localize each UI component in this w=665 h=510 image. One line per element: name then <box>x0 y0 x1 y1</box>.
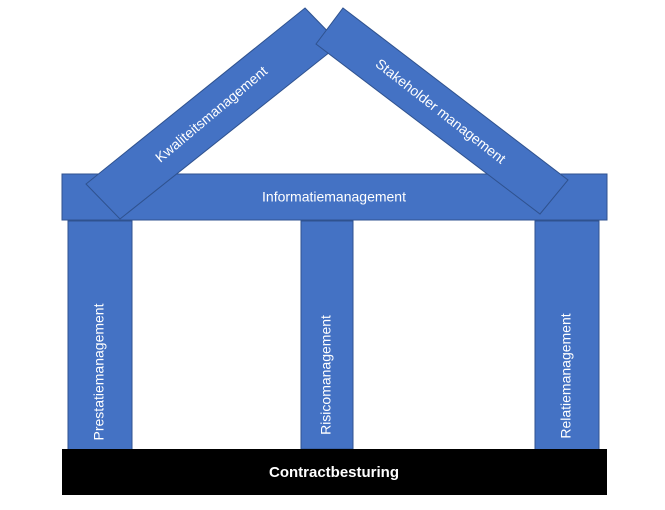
roof-right-label: Stakeholder management <box>373 55 509 166</box>
pillar-right-label: Relatiemanagement <box>558 313 574 438</box>
base-label: Contractbesturing <box>269 464 399 481</box>
pillar-right <box>534 220 600 456</box>
pillar-middle-label: Risicomanagement <box>318 315 334 435</box>
pillar-left <box>67 220 133 456</box>
beam-label: Informatiemanagement <box>262 189 406 205</box>
pillar-left-label: Prestatiemanagement <box>91 303 107 440</box>
roof-right <box>315 7 569 215</box>
base-platform <box>62 449 607 495</box>
pillar-middle <box>300 220 354 450</box>
